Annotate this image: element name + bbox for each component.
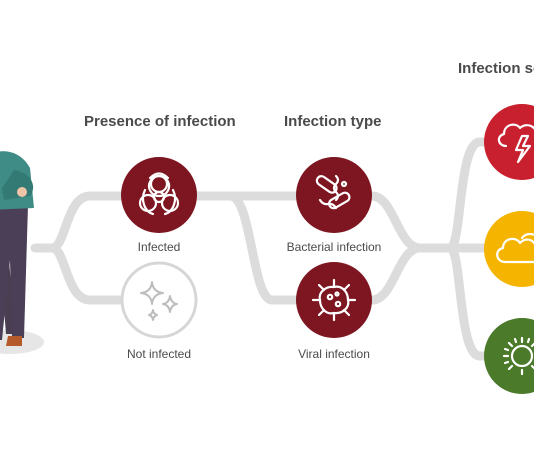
bacterial-node [296, 157, 372, 233]
connector-to-not-infected [47, 243, 127, 305]
label-infected: Infected [137, 240, 181, 254]
label-viral-infection: Viral infection [298, 347, 370, 361]
label-bacterial-infection: Bacterial infection [286, 240, 382, 254]
biohazard-icon [138, 172, 180, 216]
sun-icon [502, 336, 534, 376]
sparkles-icon [140, 281, 178, 321]
severe-node [484, 104, 534, 180]
connector-to-mild [445, 243, 493, 361]
person-legs [0, 205, 28, 340]
mild-node [484, 318, 534, 394]
connector-lines [30, 137, 493, 361]
virus-icon [311, 278, 357, 322]
connector-to-infected [47, 191, 127, 253]
label-not-infected: Not infected [126, 347, 192, 361]
heading-infection-type: Infection type [284, 113, 382, 130]
moderate-circle [484, 211, 534, 287]
viral-node [296, 262, 372, 338]
person-shoe [6, 336, 22, 346]
not-infected-circle [120, 261, 198, 339]
connector-to-viral [225, 191, 301, 305]
person-illustration [0, 151, 44, 354]
moderate-node [484, 211, 534, 287]
viral-circle [296, 262, 372, 338]
storm-cloud-icon [497, 123, 534, 164]
severe-circle [484, 104, 534, 180]
bacteria-icon [315, 174, 351, 210]
heading-infection-severity: Infection se [458, 60, 534, 77]
connector-viral-out [367, 243, 425, 305]
partly-cloudy-icon [496, 232, 534, 264]
infected-node [121, 157, 197, 233]
person-hand [17, 187, 27, 197]
bacterial-circle [296, 157, 372, 233]
heading-presence-of-infection: Presence of infection [84, 113, 236, 130]
connector-to-severe [445, 137, 493, 253]
not-infected-node [120, 261, 198, 339]
